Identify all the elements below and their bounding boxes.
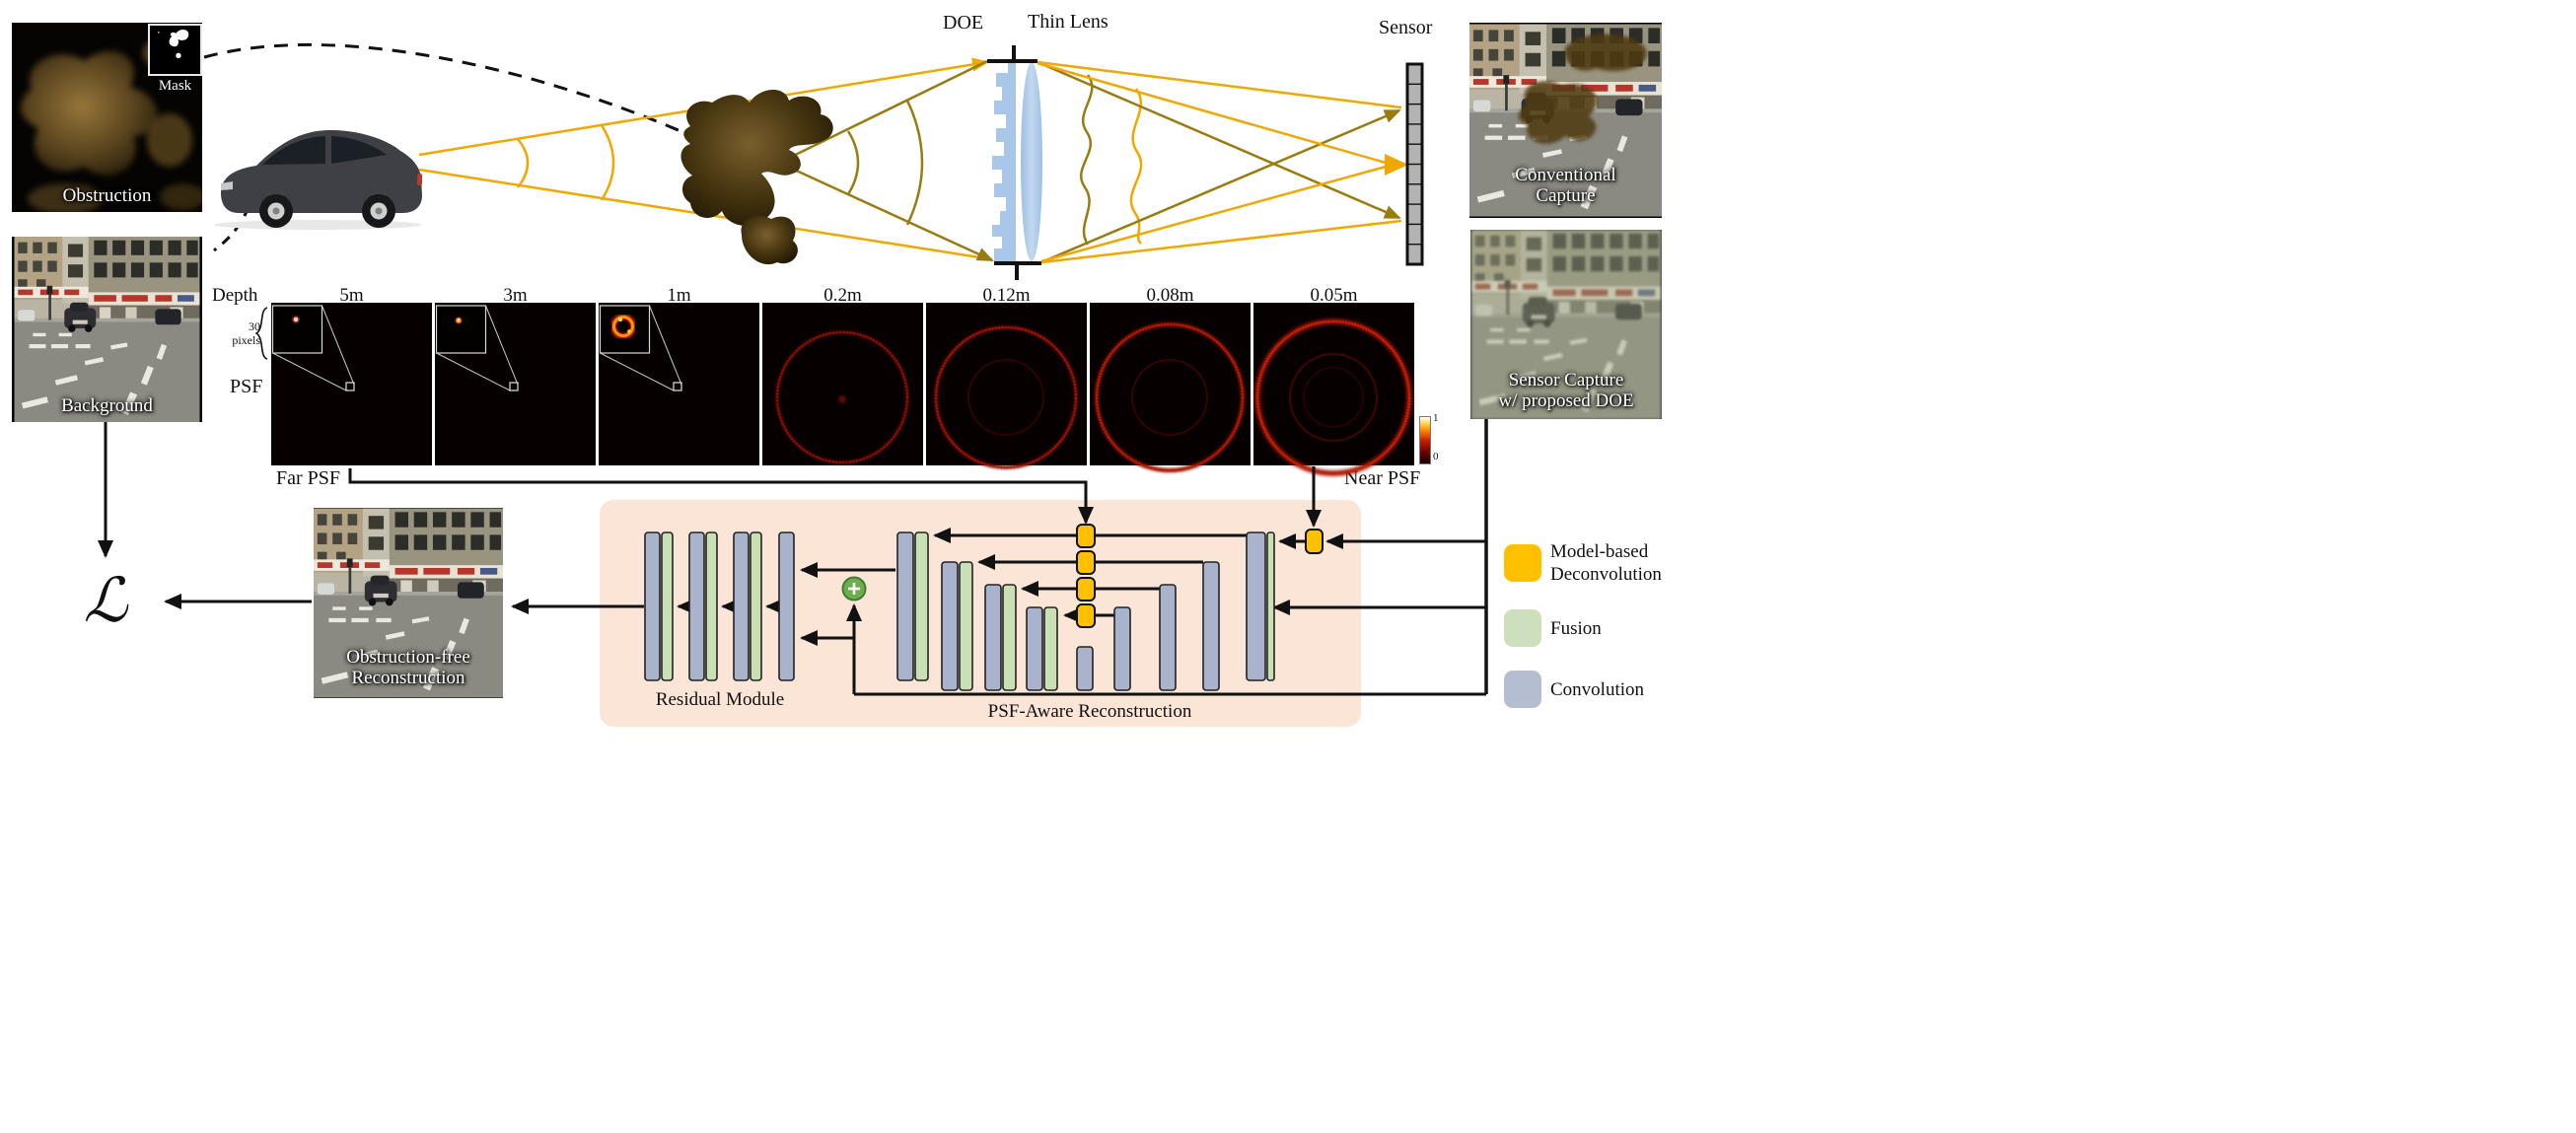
conv-bar — [896, 531, 914, 681]
conv-bar — [984, 584, 1002, 691]
conv-bar — [688, 531, 705, 681]
conv-bar — [1026, 606, 1043, 691]
colorbar-max: 1 — [1433, 412, 1439, 424]
fusion-bar — [914, 531, 929, 681]
depth-tick-3m: 3m — [503, 285, 528, 306]
fusion-bar — [959, 561, 973, 691]
conv-bar — [733, 531, 750, 681]
fusion-bar — [750, 531, 762, 681]
mask-inset — [148, 24, 202, 76]
network-bars — [644, 531, 1275, 691]
sensor-capture-caption: Sensor Capture w/ proposed DOE — [1498, 370, 1634, 411]
conv-bar — [1202, 561, 1220, 691]
flow-arrows — [98, 419, 1488, 696]
fusion-bar — [661, 531, 674, 681]
colorbar-min: 0 — [1433, 451, 1439, 462]
depth-tick-02m: 0.2m — [823, 285, 862, 306]
conventional-capture-image: Conventional Capture — [1469, 23, 1662, 218]
sensor-label: Sensor — [1379, 17, 1433, 38]
reconstruction-caption: Obstruction-free Reconstruction — [346, 647, 470, 688]
car-illustration — [214, 129, 422, 230]
conv-bar — [1159, 584, 1177, 691]
psf-colorbar — [1419, 416, 1431, 464]
near-rays — [778, 59, 994, 262]
obstruction-blob — [680, 89, 833, 265]
depth-tick-005m: 0.05m — [1310, 285, 1358, 306]
legend-label-convolution: Convolution — [1550, 679, 1645, 700]
near-psf-label: Near PSF — [1344, 467, 1421, 489]
psf-panel-008m — [1090, 303, 1251, 473]
diagram-graphics — [98, 43, 1488, 696]
conventional-capture-caption: Conventional Capture — [1515, 165, 1616, 206]
legend-swatch-convolution — [1504, 671, 1541, 708]
psf-aware-label: PSF-Aware Reconstruction — [987, 701, 1192, 722]
pixels-brace — [254, 307, 268, 360]
conv-bar — [1076, 646, 1094, 691]
conv-bar — [778, 531, 795, 681]
residual-module-label: Residual Module — [655, 689, 785, 710]
conv-bar — [644, 531, 661, 681]
fusion-bar — [1002, 584, 1017, 691]
pixels-note-pixels: pixels — [232, 333, 260, 347]
loss-symbol: ℒ — [83, 568, 128, 635]
conv-bar — [1113, 606, 1131, 691]
psf-panel-012m — [926, 303, 1087, 469]
sensor-element — [1405, 62, 1424, 266]
focus-arrowhead — [1385, 154, 1408, 176]
obstruction-caption: Obstruction — [62, 185, 152, 206]
depth-label: Depth — [212, 285, 258, 306]
fusion-bar — [1043, 606, 1058, 691]
doe-element — [992, 61, 1016, 261]
doe-label: DOE — [943, 12, 984, 34]
sensor-rays — [1037, 60, 1408, 264]
psf-panel-5m — [271, 303, 432, 465]
legend-label-fusion: Fusion — [1550, 618, 1602, 639]
conv-bar — [941, 561, 959, 691]
thin-lens-label: Thin Lens — [1028, 11, 1109, 33]
mask-caption: Mask — [158, 78, 192, 94]
background-caption: Background — [61, 395, 153, 416]
psf-panel-005m — [1253, 303, 1414, 476]
haze-overlay — [1470, 230, 1662, 419]
fusion-sum-node — [841, 576, 867, 602]
background-image: Background — [12, 237, 202, 422]
paper-figure: Obstruction Mask Background Conventional… — [0, 0, 1677, 749]
fusion-bar — [1266, 531, 1275, 681]
psf-panel-3m — [435, 303, 596, 465]
depth-tick-012m: 0.12m — [982, 285, 1031, 306]
fusion-bar — [705, 531, 718, 681]
depth-tick-5m: 5m — [339, 285, 364, 306]
wavefronts — [1079, 74, 1143, 246]
psf-panel-1m — [599, 303, 759, 465]
legend-swatch-fusion — [1504, 609, 1541, 647]
conv-bar — [1246, 531, 1266, 681]
pixels-note-30: 30 — [249, 319, 260, 333]
mask-art — [151, 26, 199, 74]
psf-row-label: PSF — [230, 376, 263, 397]
optic-axis-markers — [987, 45, 1041, 280]
depth-tick-008m: 0.08m — [1146, 285, 1194, 306]
deconvolution-boxes — [1076, 524, 1324, 628]
far-psf-label: Far PSF — [276, 467, 341, 489]
thin-lens-element — [1021, 62, 1042, 261]
legend-swatch-deconvolution — [1504, 544, 1541, 582]
reconstruction-image: Obstruction-free Reconstruction — [314, 508, 503, 698]
sensor-capture-image: Sensor Capture w/ proposed DOE — [1470, 230, 1662, 419]
psf-panel-02m — [762, 303, 923, 465]
depth-tick-1m: 1m — [667, 285, 691, 306]
